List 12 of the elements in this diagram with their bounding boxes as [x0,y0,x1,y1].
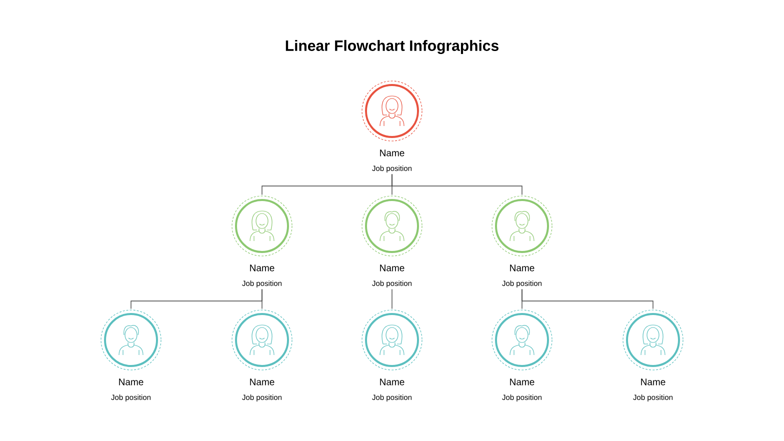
connector-line [392,174,522,196]
name-text: Name [380,264,404,272]
name-text: Name [510,378,534,386]
name-text: Name [380,150,404,156]
connector-line [522,288,654,310]
name-text: Name [510,264,534,272]
name-text: Name [119,378,144,386]
title: Linear Flowchart Infographics [286,40,498,54]
name-text: Name [250,378,274,386]
name-text: Name [380,378,404,386]
name-text: Name [250,264,274,272]
name-text: Name [641,378,666,386]
